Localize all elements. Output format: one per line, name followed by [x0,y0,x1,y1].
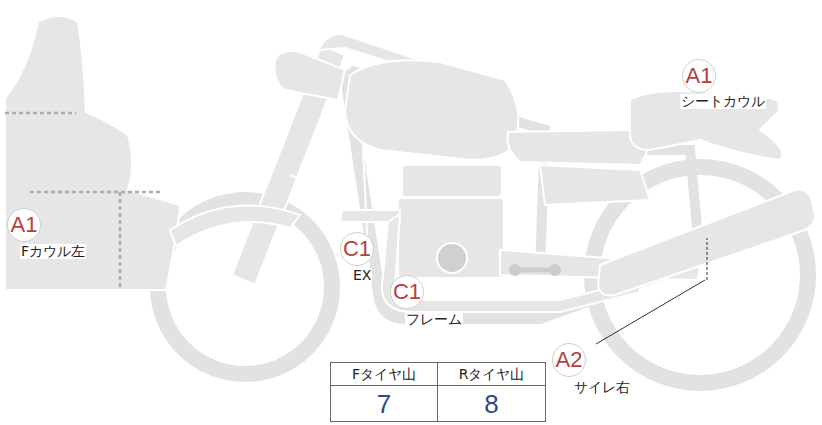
callout-code: C1 [393,281,421,303]
callout-circle: C1 [340,232,374,266]
callout-code: A1 [11,214,38,236]
table-value: 7 [331,386,438,421]
callout-node: C1EX [340,232,374,266]
callout-circle: C1 [390,275,424,309]
callout-code: C1 [343,238,371,260]
table-value: 8 [438,386,545,421]
callout-circle: A1 [7,208,41,242]
tire-table: Fタイヤ山Rタイヤ山78 [330,362,546,422]
callout-node: A2サイレ右 [552,343,586,377]
table-header: Rタイヤ山 [438,363,545,386]
part-name: シートカウル [680,94,766,109]
callout-code: A1 [686,65,713,87]
callout-code: A2 [556,349,583,371]
callout-circle: A1 [682,59,716,93]
part-name: Fカウル左 [20,244,86,259]
part-name: フレーム [405,312,463,327]
callout-node: C1フレーム [390,275,424,309]
part-name: サイレ右 [573,380,631,395]
table-header: Fタイヤ山 [331,363,438,386]
callout-node: A1シートカウル [682,59,716,93]
callout-circle: A2 [552,343,586,377]
part-name: EX [352,268,372,283]
callout-node: A1Fカウル左 [7,208,41,242]
